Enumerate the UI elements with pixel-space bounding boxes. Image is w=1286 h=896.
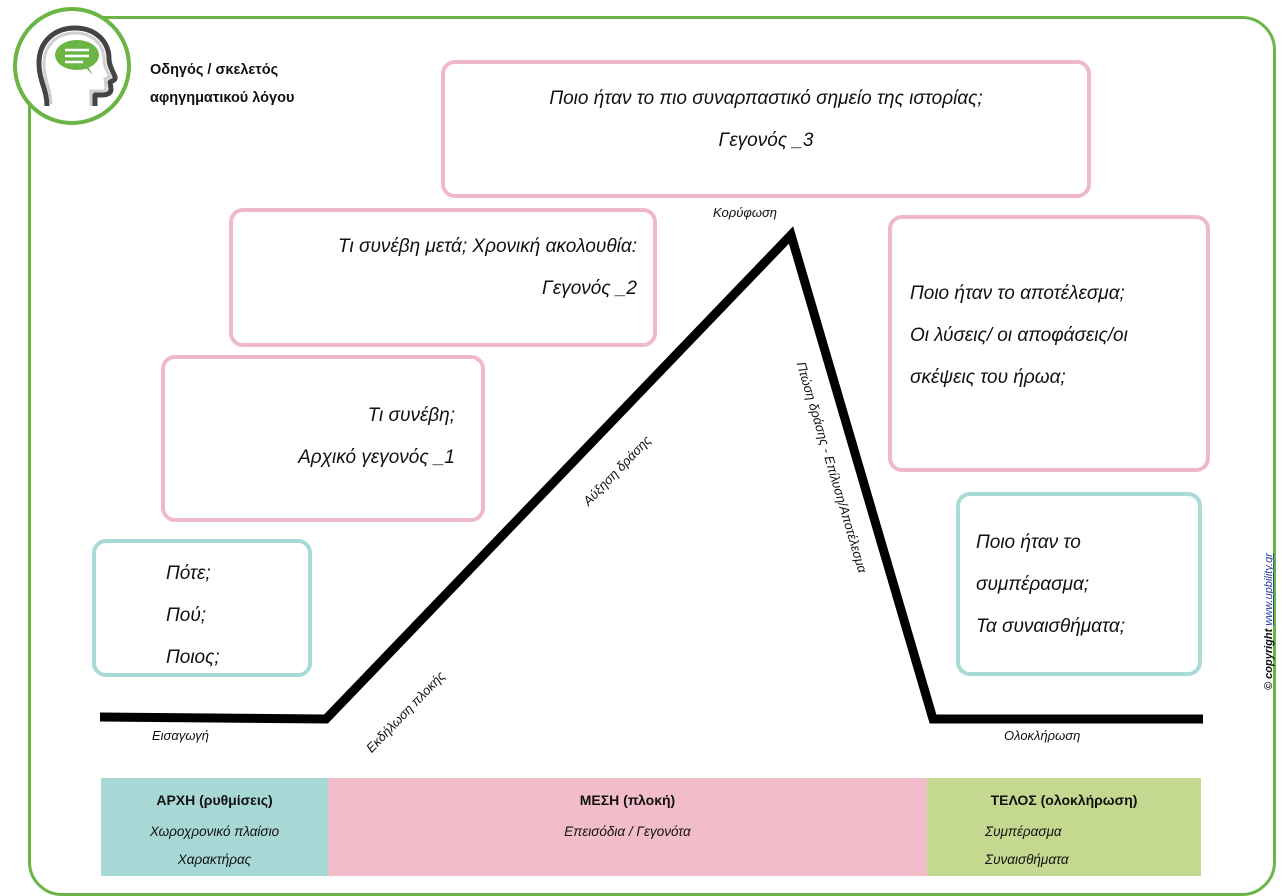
band-start: ΑΡΧΗ (ρυθμίσεις) Χωροχρονικό πλαίσιο Χαρ… <box>101 778 328 876</box>
result-box: Ποιο ήταν το αποτέλεσμα; Οι λύσεις/ οι α… <box>888 215 1210 472</box>
conclusion-feelings: Τα συναισθήματα; <box>976 616 1125 637</box>
result-thoughts: σκέψεις του ήρωα; <box>910 367 1066 388</box>
conclusion-question-2: συμπέρασμα; <box>976 574 1090 595</box>
climax-label: Κορύφωση <box>713 205 777 220</box>
event1-box: Τι συνέβη; Αρχικό γεγονός _1 <box>161 355 485 522</box>
climax-question: Ποιο ήταν το πιο συναρπαστικό σημείο της… <box>549 88 983 109</box>
copyright-note: © copyright www.upbility.gr <box>1263 553 1275 690</box>
climax-event: Γεγονός _3 <box>718 130 814 151</box>
band-end-heading: ΤΕΛΟΣ (ολοκλήρωση) <box>990 792 1138 808</box>
conclusion-question-1: Ποιο ήταν το <box>976 532 1081 553</box>
page-title: Οδηγός / σκελετός αφηγηματικού λόγου <box>150 56 294 112</box>
setting-where: Πού; <box>166 605 207 626</box>
title-line-1: Οδηγός / σκελετός <box>150 62 279 78</box>
band-end-item-1: Συμπέρασμα <box>985 824 1062 839</box>
result-question: Ποιο ήταν το αποτέλεσμα; <box>910 283 1125 304</box>
band-middle-item-1: Επεισόδια / Γεγονότα <box>564 824 691 839</box>
setting-box: Πότε; Πού; Ποιος; <box>92 539 312 677</box>
event1-question: Τι συνέβη; <box>367 405 455 426</box>
band-end: ΤΕΛΟΣ (ολοκλήρωση) Συμπέρασμα Συναισθήμα… <box>927 778 1201 876</box>
band-end-item-2: Συναισθήματα <box>985 852 1069 867</box>
conclusion-label: Ολοκλήρωση <box>1004 728 1081 743</box>
event2-box: Τι συνέβη μετά; Χρονική ακολουθία: Γεγον… <box>229 208 657 347</box>
band-start-items: Χωροχρονικό πλαίσιο Χαρακτήρας <box>101 818 328 874</box>
event1-event: Αρχικό γεγονός _1 <box>298 447 455 468</box>
intro-label: Εισαγωγή <box>152 728 209 743</box>
band-start-heading: ΑΡΧΗ (ρυθμίσεις) <box>156 792 273 808</box>
thinking-head-icon <box>36 25 118 107</box>
band-middle-heading: ΜΕΣΗ (πλοκή) <box>579 792 676 808</box>
logo <box>13 7 131 125</box>
event2-event: Γεγονός _2 <box>542 278 637 299</box>
climax-box: Ποιο ήταν το πιο συναρπαστικό σημείο της… <box>441 60 1091 198</box>
copyright-link[interactable]: www.upbility.gr <box>1263 553 1275 626</box>
band-start-item-2: Χαρακτήρας <box>177 852 252 867</box>
band-middle: ΜΕΣΗ (πλοκή) Επεισόδια / Γεγονότα <box>328 778 927 876</box>
conclusion-box: Ποιο ήταν το συμπέρασμα; Τα συναισθήματα… <box>956 492 1202 676</box>
title-line-2: αφηγηματικού λόγου <box>150 90 295 106</box>
band-end-items: Συμπέρασμα Συναισθήματα <box>927 818 1201 874</box>
setting-who: Ποιος; <box>166 647 220 668</box>
copyright-label: © copyright <box>1263 628 1275 690</box>
event2-question: Τι συνέβη μετά; Χρονική ακολουθία: <box>338 236 637 257</box>
result-decisions: Οι λύσεις/ οι αποφάσεις/οι <box>910 325 1128 346</box>
band-middle-items: Επεισόδια / Γεγονότα <box>328 818 927 846</box>
band-start-item-1: Χωροχρονικό πλαίσιο <box>149 824 280 839</box>
setting-when: Πότε; <box>166 563 211 584</box>
